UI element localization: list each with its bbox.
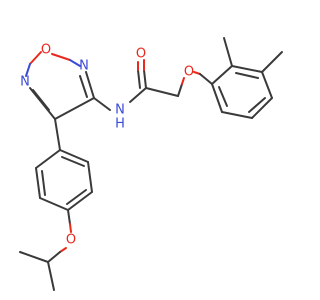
- bond-n2-c3-double: [79, 75, 88, 98]
- bond-ch2-o-red: [181, 77, 185, 85]
- atom-label-ether-o-bottom: O: [66, 233, 76, 248]
- atom-carbonyl-o: O: [136, 47, 146, 62]
- atom-label-amide-n: N: [115, 103, 125, 118]
- bond-n2-c3: [85, 71, 95, 99]
- bond-o1-n5b: [25, 63, 31, 77]
- bond-ar1-b-c: [87, 161, 93, 193]
- bond-ar2-c3-c4: [261, 71, 273, 99]
- bond-ar2-c2-c3: [231, 65, 263, 73]
- bond-carbonyl-ch2: [145, 87, 179, 97]
- atom-label-n-ring-left: N: [20, 75, 30, 90]
- bond-nh-carbonyl: [129, 87, 147, 103]
- bond-o-ch-red: [59, 247, 67, 253]
- bond-carbonyl-up: [143, 69, 147, 89]
- bond-o-aryl-red: [193, 71, 201, 75]
- bond-o1-n5: [29, 51, 42, 65]
- bond-ar1-o: [67, 209, 71, 225]
- bond-ar2-c6-c1-double: [218, 86, 228, 107]
- bond-ar1-a-b-double: [61, 156, 85, 167]
- bond-methyl-1: [223, 37, 233, 67]
- atom-amide-n: N H: [115, 103, 125, 132]
- bond-ar1-o-red: [69, 223, 72, 233]
- bond-c3-nh: [93, 97, 111, 111]
- bond-methyl-2: [261, 51, 283, 73]
- atom-n-ring-top: N: [79, 59, 89, 74]
- bond-ar1-c-d-double: [66, 189, 87, 205]
- bond-c3-c4: [54, 97, 95, 120]
- atom-label-carbonyl-o: O: [136, 47, 146, 62]
- atom-ether-o-right: O: [184, 65, 194, 80]
- bond-ch2-o: [177, 83, 183, 97]
- bond-ar2-c6-c1: [211, 83, 223, 113]
- molecule-canvas: O N N N H O O O: [19, 37, 283, 291]
- bond-c4-n5: [29, 87, 56, 120]
- bond-ar1-f-a: [35, 149, 61, 169]
- bond-c4-n5-double: [32, 89, 50, 111]
- bond-ar2-c1-c2: [211, 65, 233, 85]
- atom-label-amide-h: H: [115, 117, 125, 132]
- molecule-structure: O N N N H O O O: [19, 37, 283, 291]
- atom-label-n-ring-top: N: [79, 59, 89, 74]
- bond-ar1-e-f: [35, 167, 41, 199]
- bond-o-aryl: [199, 73, 213, 85]
- bond-ar1-a-b: [59, 149, 89, 163]
- bond-ar1-c-d: [67, 191, 93, 211]
- atom-ether-o-bottom: O: [66, 233, 76, 248]
- bond-ar2-c4-c5-double: [248, 97, 266, 113]
- bond-ch-methyl-2: [47, 261, 55, 291]
- bond-c4-ar1: [54, 118, 61, 151]
- atom-n-ring-left: N: [20, 75, 30, 90]
- bond-o1-n2b: [69, 59, 81, 67]
- bond-o-ch: [47, 251, 61, 263]
- bond-ar2-c2-c3-double: [235, 72, 259, 79]
- bond-o1-n2: [51, 53, 71, 61]
- bond-ch-methyl-1: [19, 251, 49, 263]
- bond-carbonyl-double: [137, 69, 141, 89]
- bond-ar2-c4-c5: [251, 97, 273, 119]
- bond-ar1-d-e: [39, 197, 69, 211]
- bond-ar2-c5-c6: [221, 111, 253, 119]
- atom-o-ring: O: [41, 43, 51, 58]
- atom-label-ether-o-right: O: [184, 65, 194, 80]
- atom-label-o-ring: O: [41, 43, 51, 58]
- bond-ar1-e-f-double: [41, 170, 46, 196]
